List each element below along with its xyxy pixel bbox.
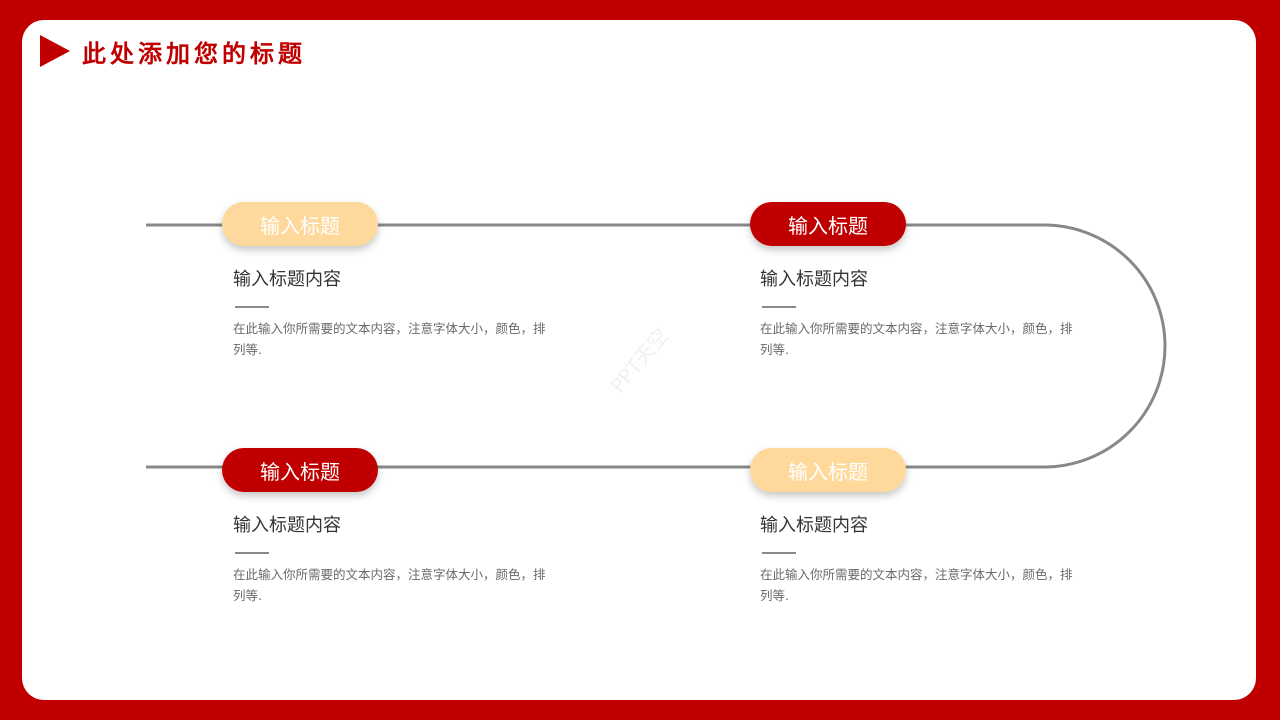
title-bar: 此处添加您的标题 [40, 34, 306, 68]
step-pill-4[interactable]: 输入标题 [750, 448, 906, 492]
step-divider-4 [762, 552, 796, 554]
step-divider-2 [762, 306, 796, 308]
timeline-path [146, 223, 1167, 469]
step-body-3[interactable]: 在此输入你所需要的文本内容，注意字体大小，颜色，排列等. [233, 567, 546, 603]
step-body-4[interactable]: 在此输入你所需要的文本内容，注意字体大小，颜色，排列等. [760, 567, 1073, 603]
play-triangle-icon [40, 35, 70, 67]
step-pill-1[interactable]: 输入标题 [222, 202, 378, 246]
step-item-1: 输入标题内容 在此输入你所需要的文本内容，注意字体大小，颜色，排列等. [233, 268, 573, 360]
step-heading-4[interactable]: 输入标题内容 [760, 515, 868, 536]
timeline-track [146, 223, 1167, 469]
step-body-2[interactable]: 在此输入你所需要的文本内容，注意字体大小，颜色，排列等. [760, 321, 1073, 357]
step-heading-3[interactable]: 输入标题内容 [233, 515, 341, 536]
step-body-1[interactable]: 在此输入你所需要的文本内容，注意字体大小，颜色，排列等. [233, 321, 546, 357]
step-item-3: 输入标题内容 在此输入你所需要的文本内容，注意字体大小，颜色，排列等. [233, 514, 573, 606]
step-pill-3[interactable]: 输入标题 [222, 448, 378, 492]
page-title[interactable]: 此处添加您的标题 [82, 38, 306, 68]
step-divider-1 [235, 306, 269, 308]
slide-canvas: 此处添加您的标题 PPT天空 输入标题 输入标题内容 在此输入你所需要的文本内容… [22, 20, 1256, 700]
step-item-2: 输入标题内容 在此输入你所需要的文本内容，注意字体大小，颜色，排列等. [760, 268, 1100, 360]
step-pill-2[interactable]: 输入标题 [750, 202, 906, 246]
step-heading-1[interactable]: 输入标题内容 [233, 269, 341, 290]
step-heading-2[interactable]: 输入标题内容 [760, 269, 868, 290]
step-divider-3 [235, 552, 269, 554]
step-item-4: 输入标题内容 在此输入你所需要的文本内容，注意字体大小，颜色，排列等. [760, 514, 1100, 606]
